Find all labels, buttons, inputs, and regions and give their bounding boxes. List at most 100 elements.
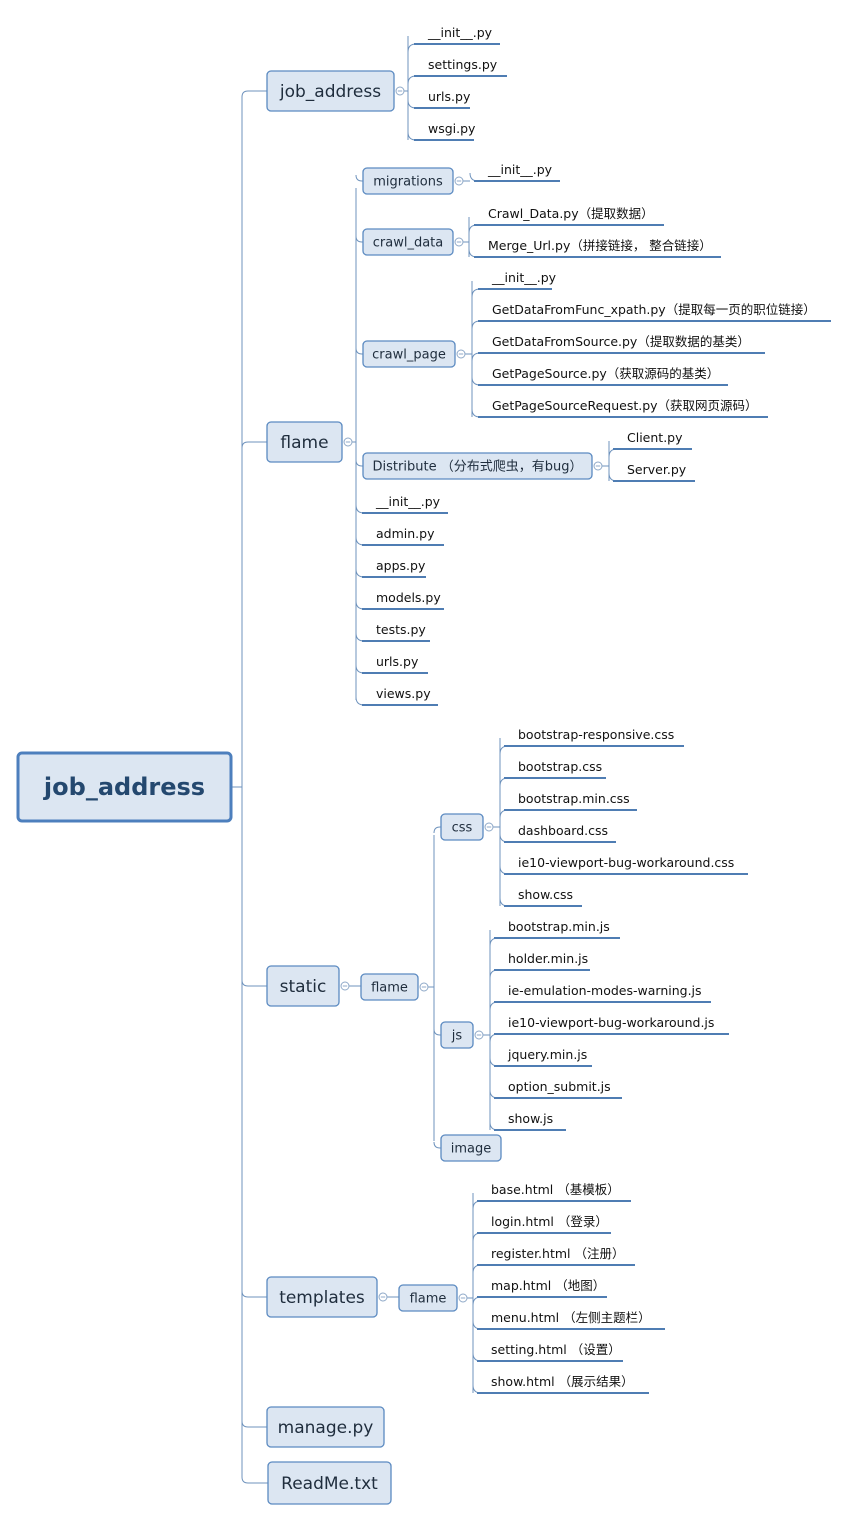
flame-file-init-py[interactable]: __init__.py — [362, 494, 448, 514]
folder-crawl-data[interactable]: crawl_data — [362, 228, 454, 256]
static-flame-folder[interactable]: flame — [360, 973, 419, 1001]
crawl-page-file-getdatafromfunc-xpath-py[interactable]: GetDataFromFunc_xpath.py（提取每一页的职位链接） — [478, 302, 831, 322]
crawl-page-file-getpagesourcerequest-py-label: GetPageSourceRequest.py（获取网页源码） — [492, 398, 758, 413]
static-folder-css-label: css — [452, 821, 473, 836]
css-file-bootstrap-min-css[interactable]: bootstrap.min.css — [504, 791, 637, 811]
js-file-bootstrap-min-js[interactable]: bootstrap.min.js — [494, 919, 620, 939]
crawl-page-file-getpagesourcerequest-py[interactable]: GetPageSourceRequest.py（获取网页源码） — [478, 398, 768, 418]
connector — [468, 224, 478, 234]
connector — [471, 288, 481, 298]
template-file-login-html[interactable]: login.html （登录） — [477, 1214, 611, 1234]
js-file-holder-min-js[interactable]: holder.min.js — [494, 951, 590, 971]
js-file-bootstrap-min-js-label: bootstrap.min.js — [508, 919, 610, 934]
flame-file-tests-py[interactable]: tests.py — [362, 622, 430, 642]
crawl-data-file-crawl-data-py[interactable]: Crawl_Data.py（提取数据） — [474, 206, 664, 226]
css-file-bootstrap-responsive-css[interactable]: bootstrap-responsive.css — [504, 727, 684, 747]
flame-file-urls-py-label: urls.py — [376, 654, 419, 669]
connector — [471, 376, 481, 386]
flame-file-admin-py[interactable]: admin.py — [362, 526, 444, 546]
static-folder-css-box — [440, 813, 484, 841]
distribute-file-server-py-label: Server.py — [627, 462, 687, 477]
root-node[interactable]: job_address — [16, 751, 233, 823]
static-folder-js[interactable]: js — [440, 1021, 474, 1049]
css-file-ie10-viewport-bug-workaround-css[interactable]: ie10-viewport-bug-workaround.css — [504, 855, 748, 875]
crawl-page-file-getdatafromsource-py[interactable]: GetDataFromSource.py（提取数据的基类） — [478, 334, 765, 354]
connector — [433, 1028, 441, 1036]
templates-flame-folder[interactable]: flame — [398, 1284, 458, 1312]
distribute-file-client-py[interactable]: Client.py — [613, 430, 692, 450]
job-address-file-urls-py-label: urls.py — [428, 89, 471, 104]
root-node-box — [16, 751, 233, 823]
branch-readme-txt[interactable]: ReadMe.txt — [267, 1461, 392, 1505]
css-file-bootstrap-responsive-css-label: bootstrap-responsive.css — [518, 727, 674, 742]
connector — [355, 174, 363, 182]
template-file-base-html[interactable]: base.html （基模板） — [477, 1182, 631, 1202]
connector — [241, 1420, 267, 1428]
connector — [608, 472, 618, 482]
template-file-map-html[interactable]: map.html （地图） — [477, 1278, 607, 1298]
crawl-data-file-merge-url-py[interactable]: Merge_Url.py（拼接链接， 整合链接） — [474, 238, 721, 258]
branch-manage-py-box — [266, 1406, 385, 1448]
template-file-show-html[interactable]: show.html （展示结果） — [477, 1374, 649, 1394]
folder-migrations[interactable]: migrations — [362, 167, 454, 195]
static-folder-css[interactable]: css — [440, 813, 484, 841]
connector — [407, 99, 417, 109]
crawl-page-file-init-py[interactable]: __init__.py — [478, 270, 557, 290]
folder-distribute-bug[interactable]: Distribute （分布式爬虫，有bug） — [362, 452, 593, 480]
css-file-show-css[interactable]: show.css — [504, 887, 582, 907]
branch-templates[interactable]: templates — [266, 1276, 378, 1318]
connector — [499, 745, 509, 755]
job-address-file-wsgi-py[interactable]: wsgi.py — [414, 121, 476, 141]
connector — [355, 664, 365, 674]
job-address-file-urls-py[interactable]: urls.py — [414, 89, 471, 109]
flame-file-admin-py-label: admin.py — [376, 526, 435, 541]
static-folder-image[interactable]: image — [440, 1134, 502, 1162]
js-file-ie10-viewport-bug-workaround-js[interactable]: ie10-viewport-bug-workaround.js — [494, 1015, 729, 1035]
connector — [241, 90, 267, 98]
js-file-option-submit-js[interactable]: option_submit.js — [494, 1079, 622, 1099]
static-folder-image-box — [440, 1134, 502, 1162]
css-file-dashboard-css[interactable]: dashboard.css — [504, 823, 616, 843]
folder-crawl-page-box — [362, 340, 456, 368]
template-file-show-html-label: show.html （展示结果） — [491, 1374, 634, 1389]
crawl-page-file-getpagesource-py[interactable]: GetPageSource.py（获取源码的基类） — [478, 366, 728, 386]
branch-templates-label: templates — [279, 1288, 365, 1308]
folder-crawl-page[interactable]: crawl_page — [362, 340, 456, 368]
branch-flame[interactable]: flame — [266, 421, 343, 463]
css-file-bootstrap-css[interactable]: bootstrap.css — [504, 759, 606, 779]
flame-file-apps-py[interactable]: apps.py — [362, 558, 426, 578]
templates-flame-folder-label: flame — [410, 1292, 447, 1307]
branch-job-address[interactable]: job_address — [266, 70, 395, 112]
js-file-ie-emulation-modes-warning-js-label: ie-emulation-modes-warning.js — [508, 983, 702, 998]
flame-file-init-py-label: __init__.py — [375, 494, 441, 509]
template-file-register-html[interactable]: register.html （注册） — [477, 1246, 635, 1266]
connector — [407, 43, 417, 53]
flame-file-views-py[interactable]: views.py — [362, 686, 438, 706]
flame-file-urls-py[interactable]: urls.py — [362, 654, 428, 674]
js-file-ie-emulation-modes-warning-js[interactable]: ie-emulation-modes-warning.js — [494, 983, 711, 1003]
folder-crawl-page-label: crawl_page — [372, 348, 446, 363]
connector — [355, 536, 365, 546]
branch-manage-py[interactable]: manage.py — [266, 1406, 385, 1448]
job-address-file-settings-py[interactable]: settings.py — [414, 57, 507, 77]
connector — [472, 1232, 482, 1242]
job-address-file-init-py[interactable]: __init__.py — [414, 25, 500, 45]
distribute-file-server-py[interactable]: Server.py — [613, 462, 695, 482]
template-file-setting-html[interactable]: setting.html （设置） — [477, 1342, 623, 1362]
flame-file-views-py-label: views.py — [376, 686, 431, 701]
js-file-show-js[interactable]: show.js — [494, 1111, 566, 1131]
css-file-bootstrap-min-css-label: bootstrap.min.css — [518, 791, 630, 806]
branch-flame-box — [266, 421, 343, 463]
connector — [472, 1320, 482, 1330]
js-file-show-js-label: show.js — [508, 1111, 553, 1126]
migrations-file-init-py[interactable]: __init__.py — [474, 162, 560, 182]
template-file-menu-html[interactable]: menu.html （左侧主题栏） — [477, 1310, 665, 1330]
branch-static[interactable]: static — [266, 965, 340, 1007]
folder-distribute-bug-box — [362, 452, 593, 480]
connector — [471, 408, 481, 418]
flame-file-models-py[interactable]: models.py — [362, 590, 444, 610]
template-file-register-html-label: register.html （注册） — [491, 1246, 624, 1261]
connector — [472, 1264, 482, 1274]
js-file-jquery-min-js[interactable]: jquery.min.js — [494, 1047, 592, 1067]
connector — [355, 504, 365, 514]
